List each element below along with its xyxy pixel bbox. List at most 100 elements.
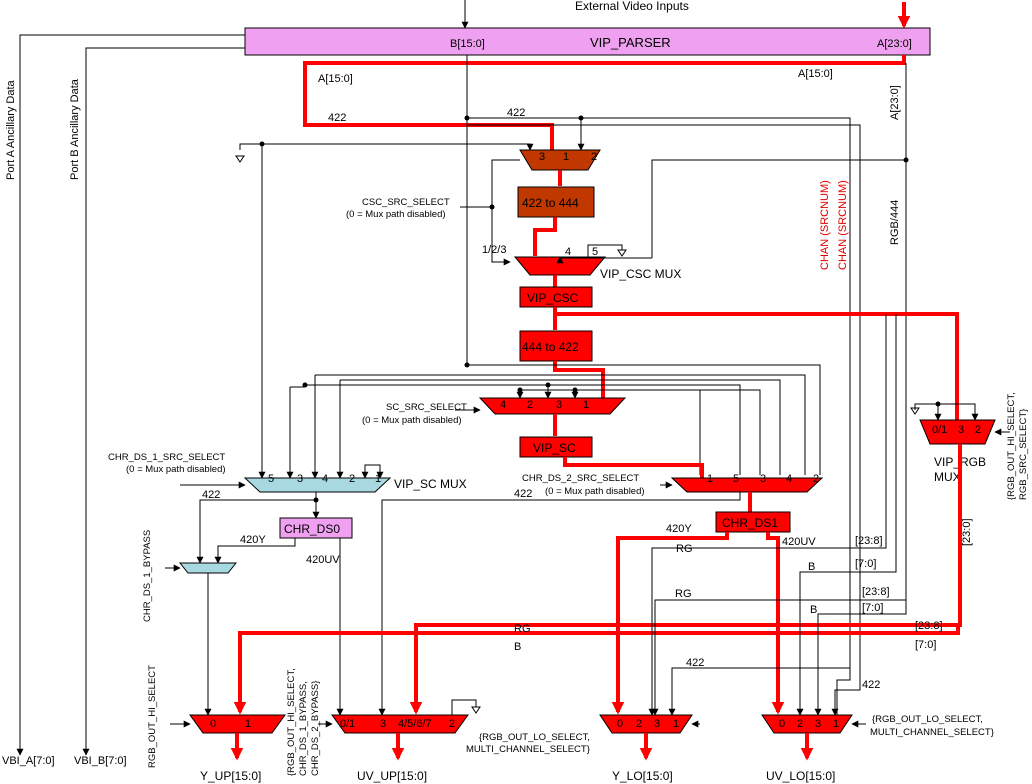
- yup-sel-label: RGB_OUT_HI_SELECT: [147, 665, 158, 768]
- vip-sc-block: [519, 436, 593, 458]
- ds2-in5: 5: [733, 473, 739, 485]
- chr-ds1-block: [715, 511, 791, 533]
- yup-in0: 0: [210, 718, 216, 730]
- 422-to-444-label: 422 to 444: [522, 196, 579, 210]
- w422-to-uvlo-wire: [581, 117, 851, 715]
- vip-csc-mux: [513, 256, 607, 276]
- chr-ds0-label: CHR_DS0: [284, 522, 340, 536]
- csc-in3-wire: [239, 143, 534, 151]
- uvup-sel2: CHR_DS_1_BYPASS,: [298, 681, 309, 776]
- uv-lo-mux: [761, 714, 853, 734]
- vip-rgb-mux: [919, 419, 996, 445]
- sc-in1: 1: [583, 399, 589, 411]
- vip-sc-mux: [243, 477, 392, 493]
- csc-select-label: CSC_SRC_SELECT: [362, 197, 450, 208]
- uvlo-in2: 2: [797, 718, 803, 730]
- scmux-in4: 4: [322, 473, 328, 485]
- vip-sc-mux-label: VIP_SC MUX: [394, 477, 467, 491]
- rg3-label: RG: [514, 623, 531, 635]
- csc-select-loop: [491, 159, 520, 266]
- ylo-in1: 1: [673, 718, 679, 730]
- sc-feed-2: [315, 374, 806, 475]
- uvlo-in1: 1: [833, 718, 839, 730]
- rgb-in01: 0/1: [932, 424, 947, 436]
- external-inputs-label: External Video Inputs: [575, 0, 689, 13]
- uvup-in4567: 4/5/6/7: [398, 718, 432, 730]
- ground-symbol-2: [617, 249, 627, 257]
- s70a-label: [7:0]: [855, 558, 876, 570]
- chr-ds1-bypass-mux: [178, 562, 238, 574]
- ylo-in2: 2: [636, 718, 642, 730]
- rg1-label: RG: [676, 543, 693, 555]
- a15-red-path: [303, 55, 906, 150]
- uvup-in2: 2: [449, 718, 455, 730]
- parser-port-a-label: A[23:0]: [877, 38, 912, 50]
- ds2-uv-label: 420UV: [782, 536, 816, 548]
- ds0-uv-label: 420UV: [306, 554, 340, 566]
- b2-label: B: [810, 604, 817, 616]
- uvlo-in0: 0: [779, 718, 785, 730]
- w422d-label: 422: [862, 679, 880, 691]
- ground-symbol-1: [235, 155, 245, 163]
- uv-lo-output: UV_LO[15:0]: [766, 769, 835, 783]
- ylo-sel2: MULTI_CHANNEL_SELECT}: [466, 744, 590, 755]
- rgb-out-rg-red: [233, 625, 960, 715]
- y-lo-output: Y_LO[15:0]: [612, 769, 673, 783]
- ds2-select-note: (0 = Mux path disabled): [545, 486, 645, 497]
- uvlo-sel1: {RGB_OUT_LO_SELECT,: [872, 714, 983, 725]
- csc-mux-ground-wire: [587, 244, 623, 257]
- ylo-in3: 3: [654, 718, 660, 730]
- s238a-label: [23:8]: [855, 535, 883, 547]
- csc-mux-in5: 5: [592, 246, 598, 258]
- rgb-mux-name2: MUX: [934, 470, 961, 484]
- a15-right-label: A[15:0]: [798, 68, 833, 80]
- uvup-in3: 3: [380, 718, 386, 730]
- w422-a-label: 422: [328, 112, 346, 124]
- uvup-sel3: CHR_DS_2_BYPASS}: [310, 681, 321, 776]
- csc-to-rgb-red: [553, 307, 959, 420]
- ds1-uv-red: [766, 532, 785, 715]
- a23-vert-label: A[23:0]: [889, 85, 901, 120]
- uv-up-mux: [331, 714, 469, 734]
- sc-in4: 4: [500, 399, 506, 411]
- a15-left-label: A[15:0]: [318, 73, 353, 85]
- rgb-in3: 3: [958, 424, 964, 436]
- scmux-select-note: (0 = Mux path disabled): [126, 464, 226, 475]
- parser-port-b-label: B[15:0]: [450, 38, 485, 50]
- y-up-mux: [189, 714, 286, 734]
- sc-out-red: [563, 457, 704, 478]
- port-b-anc-label: Port B Ancillary Data: [69, 78, 81, 180]
- port-a-anc-wire: [16, 34, 245, 756]
- s238c-label: [23:8]: [915, 620, 943, 632]
- rg2-label: RG: [675, 588, 692, 600]
- 444-to-422-label: 444 to 422: [522, 340, 579, 354]
- csc-select-note: (0 = Mux path disabled): [346, 209, 446, 220]
- ds2-y-label: 420Y: [666, 523, 692, 535]
- vip-csc-mux-label: VIP_CSC MUX: [600, 267, 681, 281]
- rgb444-to-csc-mux: [651, 159, 906, 258]
- scmux-in1: 1: [375, 473, 381, 485]
- rgb-bus-label: [23:0]: [961, 518, 973, 546]
- ds2-422-label: 422: [514, 488, 532, 500]
- rg-bus-1: [648, 314, 887, 716]
- sc-select-label: SC_SRC_SELECT: [386, 402, 467, 413]
- yup-in1: 1: [245, 718, 251, 730]
- b3-label: B: [514, 641, 521, 653]
- rgb-out-b-red: [409, 444, 962, 715]
- w422-b-label: 422: [507, 107, 525, 119]
- ground-symbol-3: [910, 407, 920, 415]
- w422-to-ylo: [668, 667, 850, 716]
- w422c-label: 422: [686, 657, 704, 669]
- port-b-anc-wire: [82, 47, 245, 756]
- scmux-in2: 2: [349, 473, 355, 485]
- rgb-in2: 2: [975, 424, 981, 436]
- rgb-sel1: {RGB_OUT_HI_SELECT,: [1006, 392, 1017, 500]
- csc-mux-in4: 4: [565, 246, 571, 258]
- sc-select-note: (0 = Mux path disabled): [362, 415, 462, 426]
- sc-in3: 3: [556, 399, 562, 411]
- ds2-in4: 4: [786, 473, 792, 485]
- vbi-a-output: VBI_A[7:0]: [2, 755, 55, 767]
- uvlo-in3: 3: [815, 718, 821, 730]
- ds0-bypass-label: CHR_DS_1_BYPASS: [142, 530, 153, 622]
